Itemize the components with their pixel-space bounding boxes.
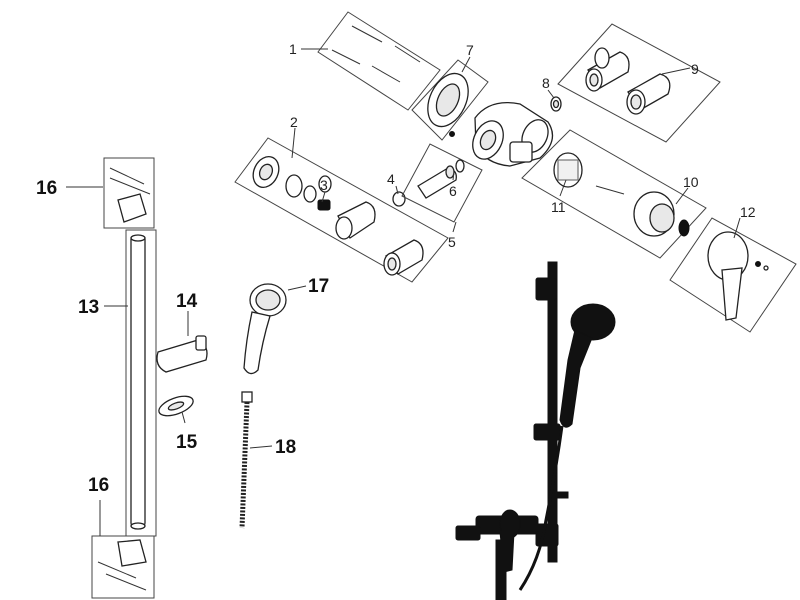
callout-15: 15 — [176, 432, 198, 453]
part-5-box — [401, 143, 483, 223]
shower-handset-icon — [243, 283, 287, 375]
assembled-shower-icon — [455, 261, 616, 600]
callout-10: 10 — [683, 174, 699, 190]
leader-lines — [66, 48, 741, 536]
wall-bracket-icon — [117, 539, 147, 567]
callout-8: 8 — [542, 75, 550, 91]
callout-17: 17 — [308, 276, 329, 297]
part-12-box — [669, 217, 797, 333]
callout-18: 18 — [275, 437, 296, 458]
part-5-check-valve-group — [401, 143, 483, 223]
callout-5: 5 — [448, 234, 456, 250]
part-10-cartridge-group — [521, 129, 707, 259]
wall-bracket-icon — [117, 193, 147, 223]
nut-icon — [285, 174, 303, 198]
riser-rail-icon — [125, 229, 157, 537]
callout-16-top: 16 — [36, 178, 57, 199]
callout-12: 12 — [740, 204, 756, 220]
callout-16-bottom: 16 — [88, 475, 109, 496]
callout-11: 11 — [551, 199, 566, 215]
backplate-inner-icon — [435, 83, 461, 117]
callout-4: 4 — [387, 171, 395, 187]
part-7-backplate-group — [411, 59, 489, 141]
lever-handle-icon — [707, 231, 749, 321]
callout-1: 1 — [289, 41, 297, 57]
shower-hose-icon — [239, 391, 253, 529]
elbow-icon — [585, 47, 671, 115]
part-8-washer-group — [550, 96, 562, 112]
callout-2: 2 — [290, 114, 298, 130]
part-10-box — [521, 129, 707, 259]
callout-6: 6 — [449, 183, 457, 199]
part-2-fittings-group — [234, 137, 449, 283]
part-16-top-bracket-group — [103, 157, 155, 229]
cartridge-icon — [553, 152, 690, 237]
part-16-top-box — [103, 157, 155, 229]
part-1-box — [317, 11, 441, 111]
part-9-elbows-group — [557, 23, 721, 143]
screw-icon — [331, 25, 421, 83]
part-16-bottom-box — [91, 535, 155, 599]
part-1-screws-group — [317, 11, 441, 111]
part-16-bottom-bracket-group — [91, 535, 155, 599]
callout-3: 3 — [320, 177, 328, 193]
callout-7: 7 — [466, 42, 474, 58]
part-7-box — [411, 59, 489, 141]
part-9-box — [557, 23, 721, 143]
callout-14: 14 — [176, 291, 198, 312]
part-2-box — [234, 137, 449, 283]
callout-13: 13 — [78, 297, 99, 318]
part-12-handle-group — [669, 217, 797, 333]
valve-body-icon — [472, 101, 554, 167]
o-ring-icon — [455, 159, 465, 173]
callout-9: 9 — [691, 61, 699, 77]
filter-icon — [317, 199, 331, 211]
